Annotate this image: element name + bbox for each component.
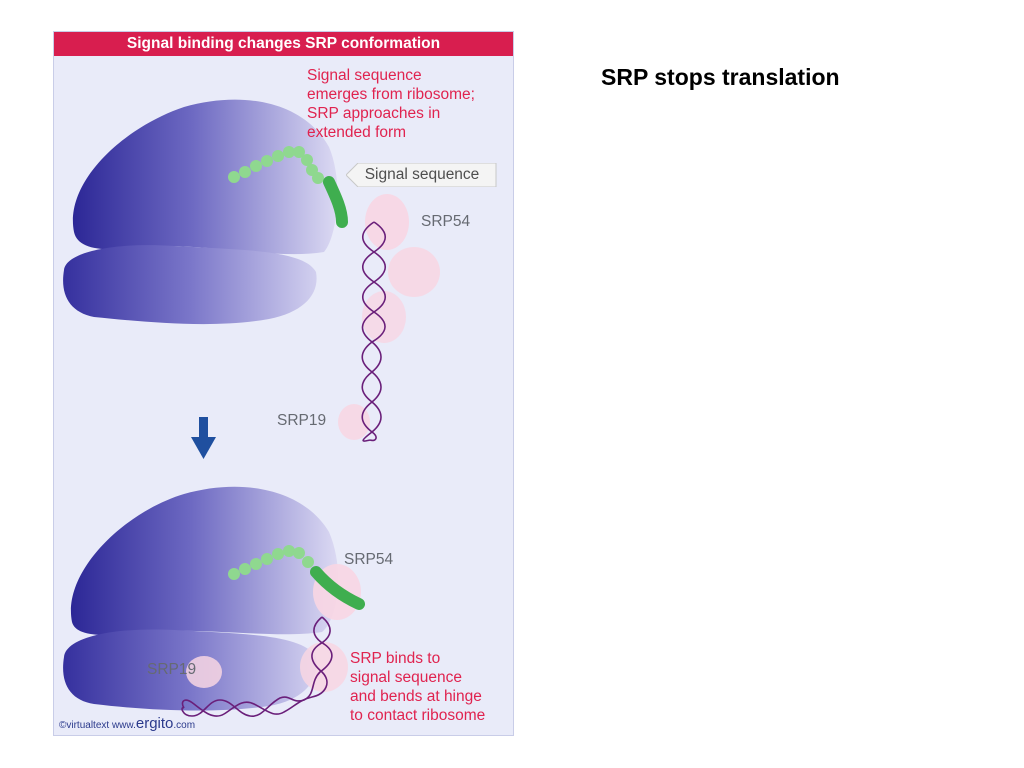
credit-copyright: ©virtualtext (59, 720, 110, 731)
srp19-protein-top (338, 404, 370, 440)
srp-core-protein-bottom (300, 642, 348, 692)
signal-sequence-label: Signal sequence (364, 166, 480, 183)
srp-core-protein-top-2 (362, 291, 406, 343)
srp-core-protein-top (388, 247, 440, 297)
srp54-label-bottom: SRP54 (344, 551, 394, 568)
signal-sequence-bottom (310, 566, 365, 610)
down-arrow-icon (191, 417, 216, 459)
credit-brand: ergito (135, 715, 174, 732)
nascent-chain-top (228, 146, 324, 184)
srp19-label-bottom: SRP19 (147, 661, 197, 678)
srp-rna-top (361, 221, 387, 442)
srp54-label-top: SRP54 (421, 213, 471, 230)
signal-sequence-arrow-label: Signal sequence (346, 163, 498, 187)
ribosome-large-subunit-top (72, 99, 338, 255)
signal-sequence-top (323, 176, 348, 228)
nascent-chain-bottom (228, 545, 314, 580)
ribosome-small-subunit-top (63, 245, 317, 325)
srp-figure: Signal binding changes SRP conformation … (53, 31, 514, 736)
ribosome-large-subunit-bottom (70, 486, 339, 635)
figure-banner: Signal binding changes SRP conformation (54, 32, 513, 56)
top-caption: Signal sequence emerges from ribosome; S… (307, 67, 475, 141)
figure-illustration (63, 99, 440, 717)
srp19-protein-bottom (186, 656, 222, 688)
srp19-label-top: SRP19 (277, 412, 327, 429)
left-arrow-icon (346, 163, 497, 187)
slide-title: SRP stops translation (601, 64, 840, 90)
credit-dotcom: .com (173, 720, 196, 731)
figure-credit: ©virtualtext www.ergito.com (59, 715, 195, 732)
srp54-protein-top (365, 194, 409, 250)
credit-www: www. (111, 720, 136, 731)
bottom-caption: SRP binds to signal sequence and bends a… (350, 650, 486, 724)
srp-rna-bottom (181, 616, 333, 717)
